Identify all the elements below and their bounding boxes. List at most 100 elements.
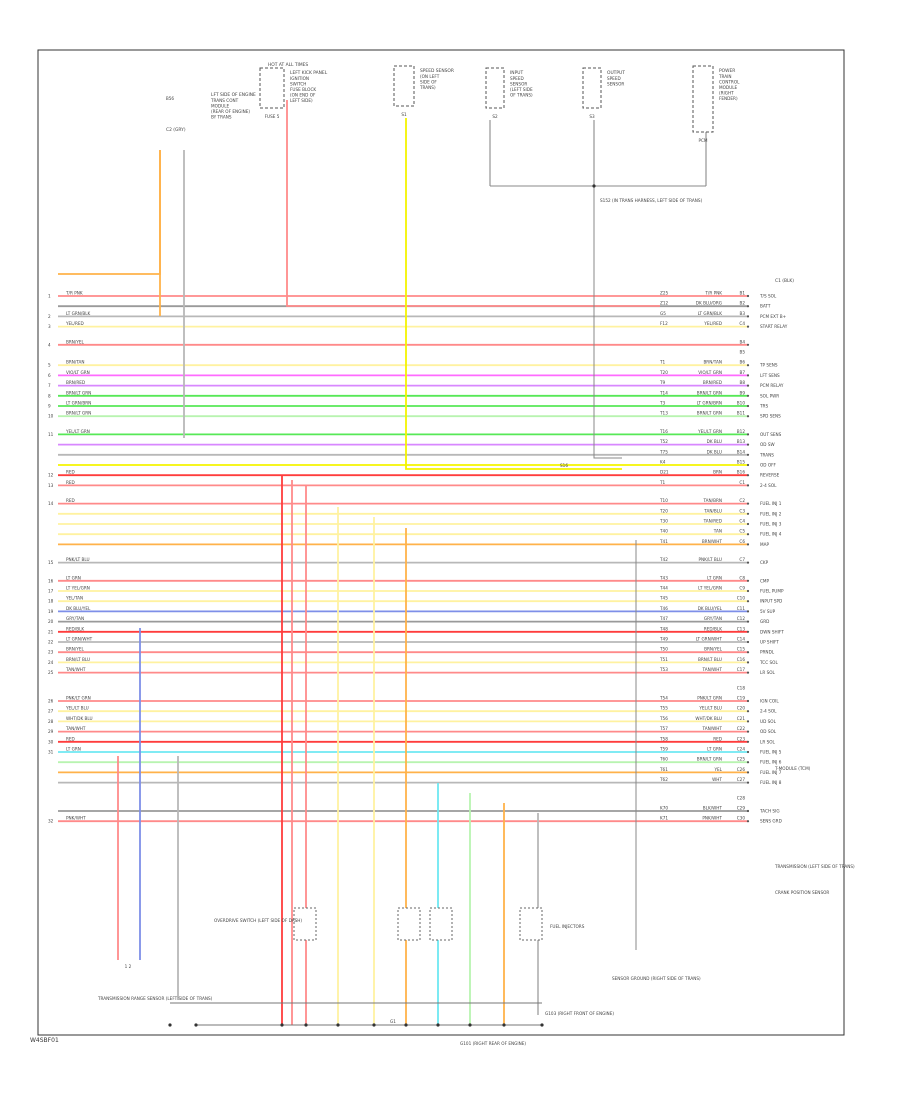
left-wire-label: LT GRN — [66, 575, 81, 580]
left-pin-number: 14 — [48, 501, 54, 506]
pin-function-label: FUEL INJ 4 — [760, 532, 782, 537]
ignition-label: HOT AT ALL TIMES — [268, 62, 308, 68]
harness-pin-dot — [746, 443, 750, 446]
left-wire-label: BRN/RED — [66, 380, 85, 385]
left-pin-number: 17 — [48, 589, 54, 594]
right-wire-label: TAN/WHT — [702, 726, 723, 731]
left-wire-label: T/R PNK — [65, 291, 83, 296]
right-wire-label: YEL/LT GRN — [697, 429, 722, 434]
left-pin-number: 1 — [48, 294, 51, 299]
right-wire-label: TAN/RED — [703, 519, 722, 524]
harness-pin-dot — [746, 730, 750, 733]
left-wire-label: TAN/WHT — [65, 667, 86, 672]
left-pin-number: 19 — [48, 609, 54, 614]
tcm-label-line: (REAR OF ENGINE) — [211, 109, 250, 114]
right-pin-number: C16 — [737, 657, 746, 662]
right-wire-label: BRN/TAN — [703, 360, 722, 365]
pin-function-label: LR SOL — [760, 739, 776, 744]
right-pin-number: C2 — [739, 498, 745, 503]
left-wire-label: RED — [66, 470, 75, 475]
ground-bus-dot — [468, 1023, 472, 1027]
right-wire-label: LT YEL/GRN — [698, 586, 722, 591]
fuse-component-box — [259, 67, 285, 109]
circuit-code: T16 — [659, 429, 668, 434]
left-wire-label: BRN/LT GRN — [66, 390, 91, 395]
pcm-component-box — [692, 65, 714, 133]
sensor-ground-label: SENSOR GROUND (RIGHT SIDE OF TRANS) — [612, 976, 701, 981]
right-pin-number: B7 — [739, 370, 745, 375]
right-pin-number: B1 — [739, 291, 745, 296]
left-pin-number: 16 — [48, 578, 54, 583]
circuit-code: T14 — [659, 390, 668, 395]
pin-function-label: 2-4 SOL — [760, 483, 777, 488]
pin-function-label: DWN SHIFT — [760, 629, 784, 634]
circuit-code: T46 — [659, 606, 668, 611]
harness-pin-dot — [746, 740, 750, 743]
pin-function-label: TRANS — [759, 452, 774, 457]
splice-drop-wire — [593, 186, 622, 459]
circuit-code: G5 — [660, 311, 666, 316]
right-wire-label: BRN/LT GRN — [697, 757, 722, 762]
right-pin-number: B8 — [739, 380, 745, 385]
pin-function-label: CMP — [760, 578, 770, 583]
left-pin-number: 22 — [48, 640, 54, 645]
right-wire-label: BRN/RED — [703, 380, 722, 385]
right-wire-label: DK BLU — [707, 439, 722, 444]
harness-pin-dot — [746, 640, 750, 644]
harness-pin-dot — [746, 771, 750, 774]
pcm-code: PCM — [698, 138, 707, 143]
circuit-code: T20 — [659, 370, 668, 375]
ground-g101-label: G101 (RIGHT REAR OF ENGINE) — [460, 1041, 526, 1046]
harness-pin-dot — [746, 484, 750, 487]
harness-pin-dot — [746, 561, 750, 564]
left-pin-number: 28 — [48, 719, 54, 724]
right-wire-label: BRN/LT BLU — [698, 657, 722, 662]
circuit-code: T13 — [659, 411, 668, 416]
harness-pin-dot — [746, 661, 750, 664]
left-pin-number: 18 — [48, 599, 54, 604]
fuse-label-line: FUSE BLOCK — [290, 87, 316, 92]
right-wire-label: T/R PNK — [704, 291, 722, 296]
ground-bus-dot — [168, 1023, 172, 1027]
left-wire-label: LT GRN — [66, 747, 81, 752]
left-pin-number: 32 — [48, 819, 54, 824]
input-label-line: SENSOR — [510, 82, 527, 87]
harness-pin-dot — [746, 394, 750, 397]
pin-function-label: FUEL INJ 8 — [760, 780, 782, 785]
right-wire-label: RED — [713, 736, 722, 741]
harness-pin-dot — [746, 343, 750, 346]
pin-function-label: IGN COIL — [760, 699, 779, 704]
harness-pin-dot — [746, 474, 750, 477]
right-wire-label: TAN/BRN — [702, 498, 722, 503]
right-pin-number: C7 — [739, 557, 745, 562]
right-wire-label: BRN/WHT — [702, 539, 723, 544]
circuit-code: T40 — [659, 529, 668, 534]
left-wire-label: BRN/YEL — [66, 339, 85, 344]
wires-layer — [58, 100, 748, 1026]
circuit-code: K4 — [660, 460, 666, 465]
circuit-code: T9 — [659, 380, 666, 385]
ground-bus-dot — [502, 1023, 506, 1027]
right-pin-number: C22 — [737, 726, 746, 731]
circuit-code: T62 — [659, 777, 668, 782]
harness-pin-dot — [746, 294, 750, 298]
left-wire-label: LT YEL/GRN — [66, 586, 90, 591]
pcm-label-line: CONTROL — [719, 80, 740, 85]
circuit-code: Z25 — [660, 291, 669, 296]
left-wire-label: YEL/TAN — [65, 596, 83, 601]
right-pin-number: B6 — [739, 360, 745, 365]
harness-pin-dot — [746, 433, 750, 436]
right-pin-number: C12 — [737, 616, 746, 621]
right-pin-number: B14 — [737, 449, 746, 454]
right-wire-label: DK BLU — [707, 449, 722, 454]
right-pin-number: C8 — [739, 575, 745, 580]
harness-pin-dot — [746, 610, 750, 613]
pin-function-label: FUEL INJ 6 — [760, 760, 782, 765]
left-pin-number: 3 — [48, 324, 51, 329]
pin-function-label: TACH SIG — [759, 809, 780, 814]
circuit-code: T57 — [659, 726, 668, 731]
right-wire-label: VIO/LT GRN — [698, 370, 722, 375]
left-wire-label: TAN/WHT — [65, 726, 86, 731]
pin-function-label: GRD — [760, 619, 769, 624]
pin-function-label: MAP — [760, 542, 769, 547]
